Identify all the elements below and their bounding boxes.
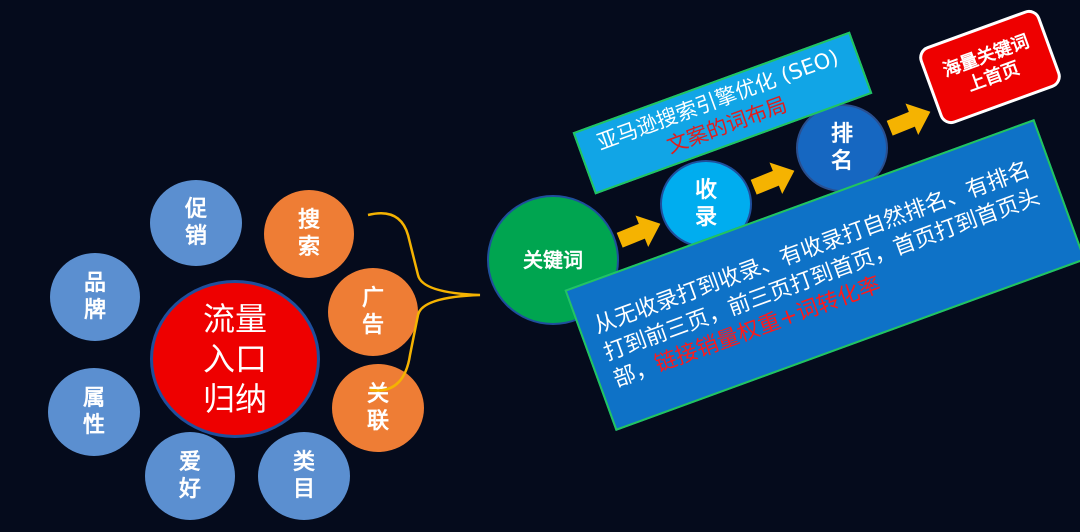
circle-promotion: 促 销 <box>150 180 242 266</box>
arrow-icon <box>886 103 931 136</box>
circle-label: 关 联 <box>366 381 389 435</box>
circle-label: 属 性 <box>82 385 105 439</box>
circle-attribute: 属 性 <box>48 368 140 456</box>
circle-label: 爱 好 <box>178 449 201 503</box>
circle-search: 搜 索 <box>264 190 354 278</box>
circle-label: 搜 索 <box>297 207 320 261</box>
center-traffic-entry: 流量 入口 归纳 <box>150 280 320 438</box>
bracket-connector <box>367 212 481 392</box>
circle-ads: 广 告 <box>328 268 418 356</box>
index-label: 收 录 <box>694 177 717 231</box>
circle-category: 类 目 <box>258 432 350 520</box>
circle-label: 促 销 <box>184 196 207 250</box>
center-label: 流量 入口 归纳 <box>202 300 267 418</box>
top-page-label: 海量关键词 上首页 <box>940 31 1033 96</box>
circle-label: 品 牌 <box>83 270 106 324</box>
arrow-icon <box>616 215 661 248</box>
top-page-box: 海量关键词 上首页 <box>915 6 1065 128</box>
circle-label: 广 告 <box>361 285 384 339</box>
arrow-icon <box>750 162 795 195</box>
circle-hobby: 爱 好 <box>145 432 235 520</box>
circle-related: 关 联 <box>332 364 424 452</box>
circle-label: 类 目 <box>292 449 315 503</box>
keyword-label: 关键词 <box>523 247 583 272</box>
rank-label: 排 名 <box>830 121 853 175</box>
circle-brand: 品 牌 <box>50 253 140 341</box>
